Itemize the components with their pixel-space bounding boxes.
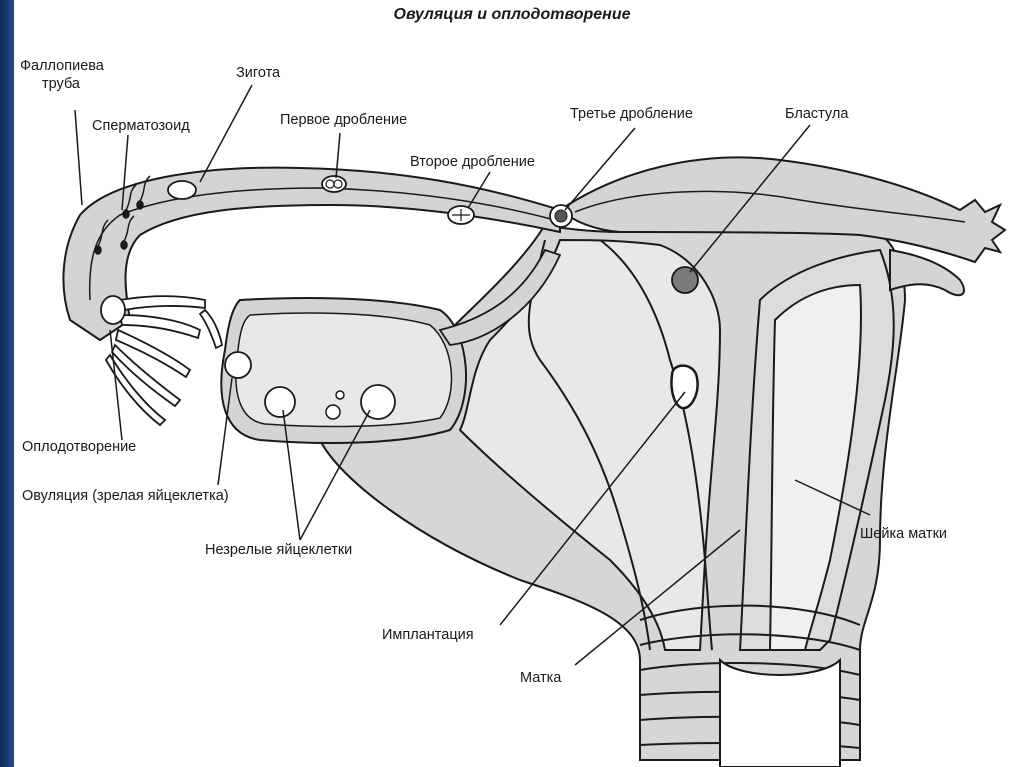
- uterus-inner-wall: [458, 238, 722, 651]
- label-immature-eggs: Незрелые яйцеклетки: [205, 542, 353, 558]
- label-fallopian-tube-1: Фаллопиева: [20, 58, 104, 74]
- left-fallopian-tube: [62, 166, 561, 342]
- fertilized-egg: [100, 295, 126, 325]
- implantation-site: [670, 364, 699, 410]
- cell-mass: [554, 209, 568, 223]
- right-ovary: [889, 248, 965, 297]
- zygote: [167, 180, 197, 200]
- label-fallopian-tube-2: труба: [42, 76, 80, 92]
- vaginal-canal: [719, 657, 841, 767]
- fimbriae: [104, 295, 224, 427]
- immature-egg: [360, 384, 396, 420]
- label-blastula: Бластула: [785, 106, 849, 122]
- diagram-title: Овуляция и оплодотворение: [393, 6, 631, 23]
- immature-egg: [325, 404, 341, 420]
- cell-nucleus: [333, 179, 343, 189]
- cell-division-lines: [452, 209, 470, 221]
- cervical-canal: [768, 283, 862, 651]
- uterine-cavity-band-2: [599, 239, 713, 651]
- label-first-cleavage: Первое дробление: [280, 112, 408, 128]
- slide-left-strip: [0, 0, 14, 767]
- label-zygote: Зигота: [236, 65, 281, 81]
- label-uterus: Матка: [520, 670, 562, 686]
- label-second-cleavage: Второе дробление: [410, 154, 535, 170]
- uterine-cavity-band: [527, 239, 651, 651]
- immature-egg: [264, 386, 296, 418]
- leader-lines: [74, 84, 871, 666]
- sperm-cells: [94, 175, 151, 255]
- immature-egg: [335, 390, 345, 400]
- label-fertilization: Оплодотворение: [22, 439, 137, 455]
- label-implantation: Имплантация: [382, 627, 474, 643]
- blastula: [671, 266, 699, 294]
- right-tube-lumen: [574, 190, 966, 223]
- label-third-cleavage: Третье дробление: [570, 106, 693, 122]
- label-ovulation: Овуляция (зрелая яйцеклетка): [22, 488, 229, 504]
- mature-egg: [224, 351, 252, 379]
- label-cervix: Шейка матки: [860, 526, 948, 542]
- right-fallopian-tube: [558, 156, 1007, 264]
- ovarian-ligament: [438, 248, 562, 346]
- label-sperm: Сперматозоид: [92, 118, 190, 134]
